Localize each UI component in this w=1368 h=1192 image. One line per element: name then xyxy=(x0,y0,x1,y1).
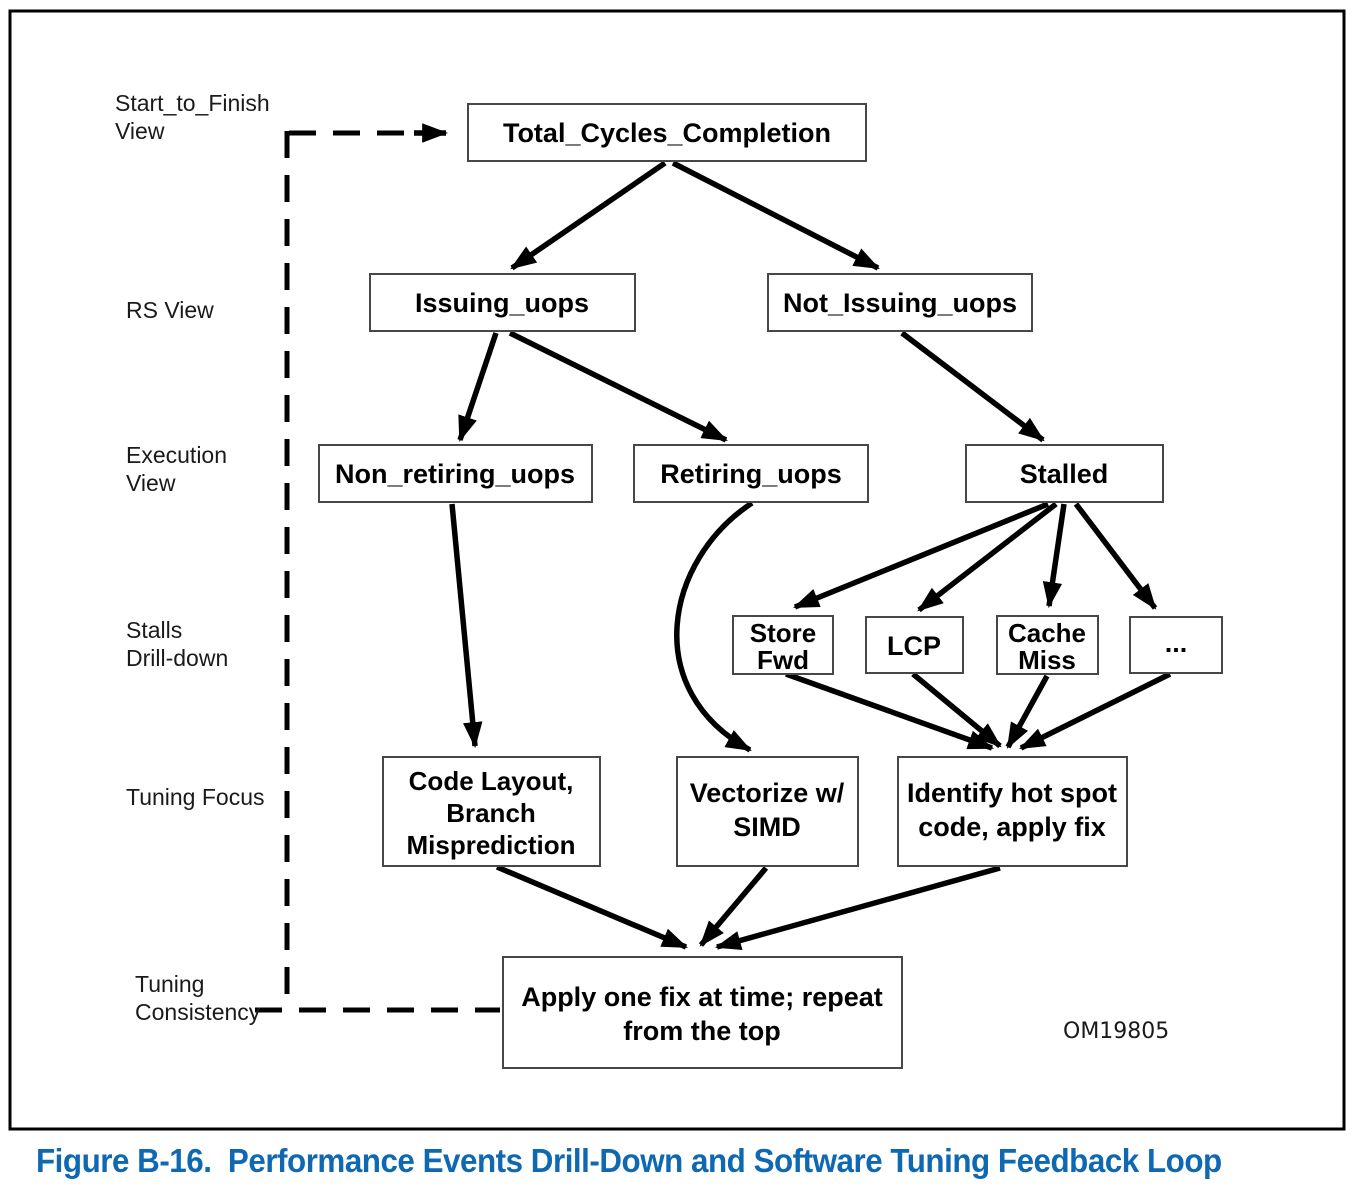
node-not-issuing-uops-box xyxy=(767,273,1033,332)
node-store-fwd: Store Fwd xyxy=(732,615,834,675)
node-total-cycles-box xyxy=(467,103,867,162)
arrow-stalled-to-lcp xyxy=(917,501,1058,613)
figure-watermark: OM19805 xyxy=(1063,1019,1169,1044)
node-code-layout: Code Layout, Branch Misprediction xyxy=(382,756,601,867)
arrow-cache-miss-to-identify xyxy=(1005,674,1050,749)
flow-arrows xyxy=(449,160,1172,950)
row-label-execution-2: View xyxy=(126,470,176,496)
row-label-execution: Execution xyxy=(126,442,227,468)
node-lcp-box xyxy=(865,616,964,674)
arrow-total-to-not-issuing xyxy=(671,160,880,271)
row-label-start-to-finish: Start_to_Finish xyxy=(115,90,270,116)
node-retiring-uops-label: Retiring_uops xyxy=(660,459,842,489)
row-label-stalls: Stalls xyxy=(126,617,182,643)
node-issuing-uops-label: Issuing_uops xyxy=(415,288,589,318)
node-store-fwd-label: Store xyxy=(750,618,816,648)
row-labels: Start_to_Finish View RS View Execution V… xyxy=(115,90,270,1025)
node-more-stalls-label: ... xyxy=(1165,628,1188,658)
arrow-stalled-to-store-fwd xyxy=(792,501,1050,610)
node-not-issuing-uops: Not_Issuing_uops xyxy=(767,273,1033,332)
node-cache-miss: Cache Miss xyxy=(996,615,1099,675)
arrow-more-to-identify xyxy=(1019,671,1172,751)
arrow-not-issuing-to-stalled xyxy=(900,330,1045,443)
arrow-stalled-to-cache-miss xyxy=(1042,503,1067,609)
arrow-stalled-to-more xyxy=(1073,502,1158,610)
node-total-cycles-label: Total_Cycles_Completion xyxy=(503,118,831,148)
node-vectorize-box xyxy=(676,756,859,867)
drilldown-flowchart: Start_to_Finish View RS View Execution V… xyxy=(8,9,1346,1131)
node-code-layout-box xyxy=(382,756,601,867)
node-apply-fix: Apply one fix at time; repeat from the t… xyxy=(502,956,903,1069)
node-cache-miss-label: Cache xyxy=(1008,618,1086,648)
arrow-store-fwd-to-identify xyxy=(785,671,995,751)
row-label-rs-view: RS View xyxy=(126,297,214,323)
node-code-layout-label-2: Branch xyxy=(446,798,536,828)
node-code-layout-label: Code Layout, xyxy=(409,766,574,796)
node-issuing-uops-box xyxy=(369,273,636,332)
node-apply-fix-box xyxy=(502,956,903,1069)
node-identify-hotspot-box xyxy=(897,756,1128,867)
node-non-retiring-uops: Non_retiring_uops xyxy=(318,444,593,503)
arrow-issuing-to-non-retiring xyxy=(457,332,499,443)
node-apply-fix-label: Apply one fix at time; repeat xyxy=(521,982,883,1012)
node-code-layout-label-3: Misprediction xyxy=(406,830,575,860)
node-not-issuing-uops-label: Not_Issuing_uops xyxy=(783,288,1017,318)
node-cache-miss-label-2: Miss xyxy=(1018,645,1076,675)
arrow-issuing-to-retiring xyxy=(508,330,728,443)
row-label-start-to-finish-2: View xyxy=(115,118,165,144)
figure-border xyxy=(8,9,1346,1131)
arrow-lcp-to-identify xyxy=(911,671,1002,749)
arrow-vectorize-to-apply xyxy=(698,866,769,947)
node-stalled-box xyxy=(965,444,1164,503)
node-stalled-label: Stalled xyxy=(1020,459,1109,489)
row-label-tuning-focus: Tuning Focus xyxy=(126,784,265,810)
node-stalled: Stalled xyxy=(965,444,1164,503)
row-label-tuning-consistency: Tuning xyxy=(135,971,204,997)
node-store-fwd-box xyxy=(732,615,834,675)
node-non-retiring-uops-label: Non_retiring_uops xyxy=(335,459,575,489)
node-cache-miss-box xyxy=(996,615,1099,675)
row-label-tuning-consistency-2: Consistency xyxy=(135,999,261,1025)
node-vectorize-label-2: SIMD xyxy=(733,812,801,842)
node-more-stalls: ... xyxy=(1129,616,1223,674)
node-identify-hotspot-label: Identify hot spot xyxy=(907,778,1117,808)
node-retiring-uops-box xyxy=(633,444,869,503)
arrow-retiring-to-vectorize xyxy=(674,500,754,753)
feedback-loop-dashed xyxy=(255,123,500,1013)
node-vectorize: Vectorize w/ SIMD xyxy=(676,756,859,867)
node-store-fwd-label-2: Fwd xyxy=(757,645,809,675)
node-non-retiring-uops-box xyxy=(318,444,593,503)
figure-caption: Figure B-16. Performance Events Drill-Do… xyxy=(36,1142,1222,1179)
node-lcp-label: LCP xyxy=(887,631,941,661)
node-apply-fix-label-2: from the top xyxy=(623,1016,780,1046)
node-retiring-uops: Retiring_uops xyxy=(633,444,869,503)
node-lcp: LCP xyxy=(865,616,964,674)
arrow-code-layout-to-apply xyxy=(495,864,688,950)
arrow-identify-to-apply xyxy=(714,865,1001,950)
row-label-stalls-2: Drill-down xyxy=(126,645,228,671)
node-identify-hotspot-label-2: code, apply fix xyxy=(918,812,1106,842)
arrow-total-to-issuing xyxy=(510,160,667,271)
node-vectorize-label: Vectorize w/ xyxy=(690,778,845,808)
node-more-stalls-box xyxy=(1129,616,1223,674)
node-issuing-uops: Issuing_uops xyxy=(369,273,636,332)
node-identify-hotspot: Identify hot spot code, apply fix xyxy=(897,756,1128,867)
arrow-non-retiring-to-code-layout xyxy=(449,503,483,749)
node-total-cycles: Total_Cycles_Completion xyxy=(467,103,867,162)
